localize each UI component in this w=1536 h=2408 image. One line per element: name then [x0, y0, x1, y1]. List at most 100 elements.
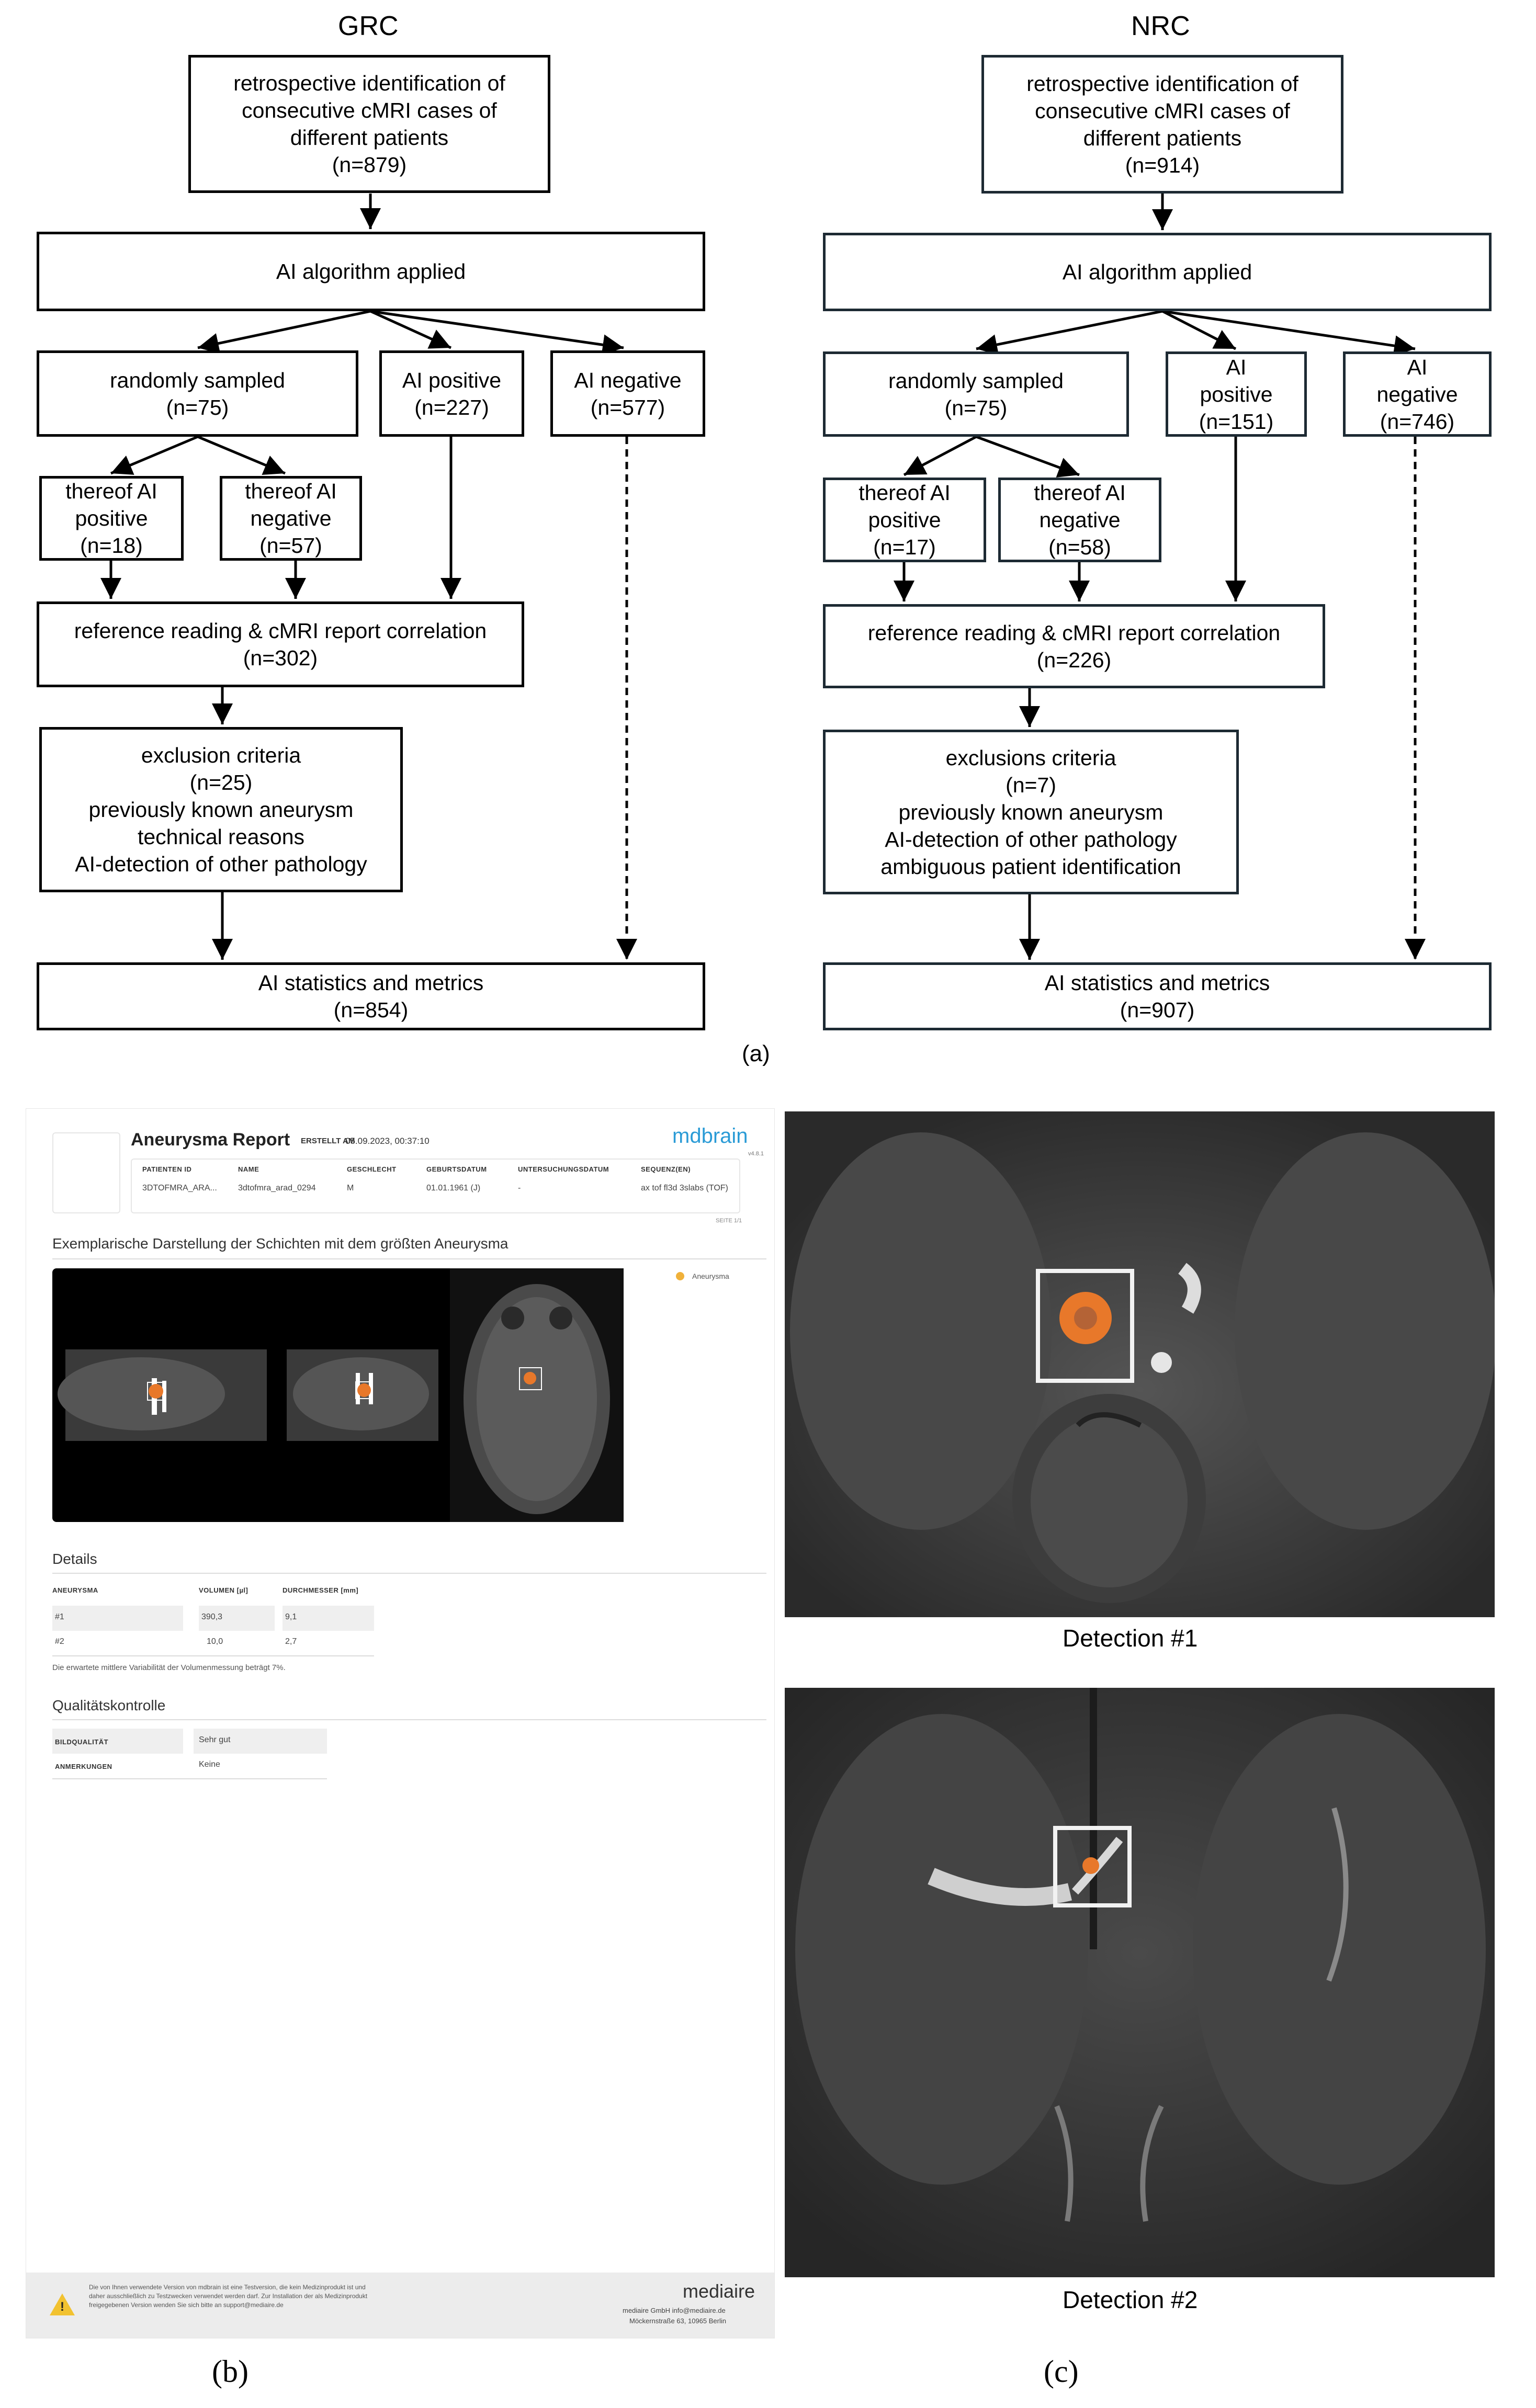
detection-2-label: Detection #2 — [1063, 2286, 1198, 2313]
grc-identification-text: retrospective identification of consecut… — [233, 71, 505, 177]
nrc-reference-box: reference reading & cMRI report correlat… — [823, 604, 1325, 688]
grc-ai-negative-box: AI negative (n=577) — [550, 350, 705, 437]
qc-label: BILDQUALITÄT — [55, 1738, 109, 1746]
arrow — [370, 310, 624, 356]
patient-header: NAME — [238, 1165, 259, 1173]
details-note: Die erwartete mittlere Variabilität der … — [52, 1663, 286, 1672]
details-cell: 10,0 — [207, 1637, 223, 1646]
arrow — [1161, 310, 1237, 350]
arrow — [1162, 310, 1416, 356]
page-number: SEITE 1/1 — [716, 1218, 742, 1224]
nrc-reference-text: reference reading & cMRI report correlat… — [867, 620, 1281, 672]
nrc-statistics-text: AI statistics and metrics (n=907) — [1044, 971, 1270, 1022]
mdbrain-logo: mdbrain — [672, 1125, 748, 1148]
qc-title: Qualitätskontrolle — [52, 1697, 166, 1713]
qc-label: ANMERKUNGEN — [55, 1763, 112, 1770]
patient-value: 3dtofmra_arad_0294 — [238, 1184, 316, 1192]
created-label: ERSTELLT AM — [301, 1137, 355, 1145]
details-divider — [52, 1573, 766, 1574]
detection-2-image — [785, 1688, 1495, 2277]
nrc-ai-applied-text: AI algorithm applied — [1062, 260, 1252, 284]
section-divider — [52, 1258, 766, 1259]
aneurysm-report: Aneurysma Report ERSTELLT AM 05.09.2023,… — [26, 1109, 774, 2338]
aneurysm-marker — [149, 1384, 163, 1399]
grc-reference-text: reference reading & cMRI report correlat… — [74, 619, 487, 670]
grc-statistics-box: AI statistics and metrics (n=854) — [37, 962, 705, 1030]
nrc-thereof-negative-text: thereof AI negative (n=58) — [1034, 481, 1126, 559]
nrc-identification-box: retrospective identification of consecut… — [981, 55, 1343, 194]
legend-label: Aneurysma — [692, 1272, 729, 1280]
grc-exclusion-text: exclusion criteria (n=25) previously kno… — [75, 743, 367, 876]
nrc-statistics-box: AI statistics and metrics (n=907) — [823, 962, 1492, 1030]
grc-thereof-positive-box: thereof AI positive (n=18) — [39, 476, 184, 561]
grc-title: GRC — [338, 11, 399, 41]
grc-reference-box: reference reading & cMRI report correlat… — [37, 601, 524, 687]
panel-a-label: (a) — [742, 1041, 770, 1066]
qc-divider — [52, 1719, 766, 1720]
details-cell: #1 — [55, 1612, 64, 1621]
created-value: 05.09.2023, 00:37:10 — [345, 1136, 430, 1146]
grc-ai-applied-box: AI algorithm applied — [37, 232, 705, 311]
arrow — [197, 435, 286, 475]
details-cell: 390,3 — [201, 1612, 223, 1621]
nrc-identification-text: retrospective identification of consecut… — [1026, 71, 1298, 177]
patient-header: GESCHLECHT — [347, 1165, 397, 1173]
nrc-ai-negative-text: AI negative (n=746) — [1376, 355, 1458, 434]
detection-1-image — [785, 1111, 1495, 1617]
grc-exclusion-box: exclusion criteria (n=25) previously kno… — [39, 727, 403, 892]
nrc-thereof-negative-box: thereof AI negative (n=58) — [998, 478, 1161, 562]
details-header: ANEURYSMA — [52, 1586, 98, 1594]
grc-randomly-sampled-text: randomly sampled (n=75) — [110, 368, 285, 419]
grc-identification-box: retrospective identification of consecut… — [188, 55, 550, 193]
logo-placeholder — [52, 1132, 120, 1213]
grc-thereof-positive-text: thereof AI positive (n=18) — [65, 479, 157, 558]
arrow — [110, 435, 198, 475]
nrc-ai-negative-box: AI negative (n=746) — [1343, 351, 1492, 437]
aneurysm-marker — [1082, 1857, 1099, 1874]
patient-value: - — [518, 1184, 521, 1192]
grc-ai-applied-text: AI algorithm applied — [276, 259, 466, 283]
footer-warning: Die von Ihnen verwendete Version von mdb… — [89, 2284, 368, 2309]
detection-box — [1036, 1269, 1134, 1383]
grc-ai-positive-box: AI positive (n=227) — [379, 350, 524, 437]
mri-axial-1 — [785, 1111, 1495, 1617]
arrow — [197, 310, 371, 354]
nrc-exclusion-box: exclusions criteria (n=7) previously kno… — [823, 730, 1239, 894]
slice-images — [58, 1268, 624, 1522]
nrc-randomly-sampled-box: randomly sampled (n=75) — [823, 351, 1129, 437]
patient-info-card — [131, 1158, 740, 1213]
details-header: DURCHMESSER [mm] — [283, 1586, 359, 1594]
grc-randomly-sampled-box: randomly sampled (n=75) — [37, 350, 358, 437]
report-title: Aneurysma Report — [131, 1130, 290, 1150]
details-cell: #2 — [55, 1637, 64, 1646]
panel-c-label: (c) — [1044, 2354, 1079, 2389]
details-cell: 2,7 — [285, 1637, 297, 1646]
grc-thereof-negative-box: thereof AI negative (n=57) — [220, 476, 362, 561]
aneurysm-marker — [524, 1372, 536, 1384]
details-header: VOLUMEN [µl] — [199, 1586, 249, 1594]
detection-box — [1053, 1826, 1132, 1907]
grc-statistics-text: AI statistics and metrics (n=854) — [258, 971, 484, 1022]
grc-thereof-negative-text: thereof AI negative (n=57) — [245, 479, 337, 558]
patient-value: 01.01.1961 (J) — [426, 1184, 481, 1192]
brand-version: v4.8.1 — [748, 1151, 764, 1157]
grc-ai-positive-text: AI positive (n=227) — [402, 368, 502, 419]
panel-b-label: (b) — [212, 2354, 249, 2389]
arrow — [369, 310, 452, 349]
patient-value: 3DTOFMRA_ARA... — [142, 1184, 217, 1192]
warning-icon — [50, 2293, 75, 2315]
footer-company: mediaire GmbH info@mediaire.de — [623, 2307, 726, 2314]
report-footer — [26, 2273, 774, 2338]
nrc-ai-positive-text: AI positive (n=151) — [1199, 355, 1274, 434]
grc-ai-negative-text: AI negative (n=577) — [574, 368, 682, 419]
nrc-thereof-positive-text: thereof AI positive (n=17) — [859, 481, 951, 559]
patient-value: ax tof fl3d 3slabs (TOF) — [641, 1184, 728, 1192]
patient-header: GEBURTSDATUM — [426, 1165, 487, 1173]
flowchart-connectors — [100, 194, 1426, 960]
nrc-ai-applied-box: AI algorithm applied — [823, 233, 1492, 311]
images-section-title: Exemplarische Darstellung der Schichten … — [52, 1235, 509, 1252]
mri-axial-2 — [785, 1688, 1495, 2277]
nrc-exclusion-text: exclusions criteria (n=7) previously kno… — [880, 745, 1181, 879]
slices-preview — [52, 1268, 624, 1522]
nrc-randomly-sampled-text: randomly sampled (n=75) — [888, 368, 1064, 420]
